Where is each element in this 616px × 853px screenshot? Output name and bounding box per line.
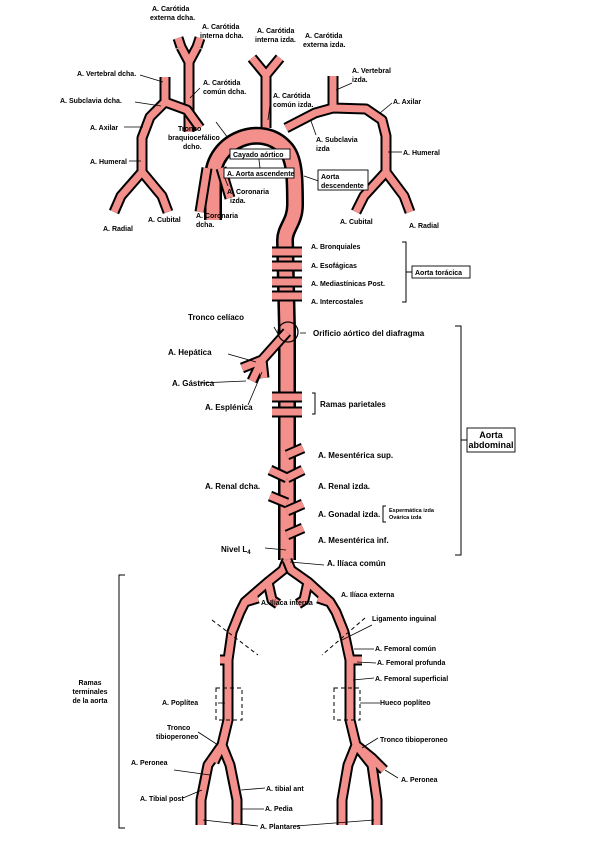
abdominal-bracket: [455, 325, 467, 556]
label-renal-dcha: A. Renal dcha.: [205, 482, 260, 491]
label-hueco-popliteo: Hueco poplíteo: [380, 700, 431, 707]
label-ramas-parietales: Ramas parietales: [320, 400, 386, 409]
parietal-bracket: [312, 392, 316, 415]
popliteal-box-left: [333, 687, 361, 721]
terminal-branches-bracket: [118, 574, 125, 829]
label-aorta-ascendente: A. Aorta ascendente: [227, 171, 295, 178]
label-bronquiales: A. Bronquiales: [311, 244, 361, 251]
label-cubital-izda: A. Cubital: [340, 219, 373, 226]
label-iliaca-interna: A. Ilíaca interna: [261, 600, 313, 607]
aorta-ascendente-box: A. Aorta ascendente: [223, 167, 295, 179]
aorta-toracica-box: Aorta torácica: [411, 265, 471, 279]
label-humeral-dcha: A. Humeral: [90, 159, 127, 166]
label-mesenterica-sup: A. Mesentérica sup.: [318, 451, 393, 460]
vessels: [108, 36, 416, 825]
label-mediastinicas: A. Mediastínicas Post.: [311, 281, 385, 288]
label-intercostales: A. Intercostales: [311, 299, 363, 306]
label-iliaca-comun: A. Ilíaca común: [327, 559, 386, 568]
label-cubital-dcha: A. Cubital: [148, 217, 181, 224]
label-nivel-l4: Nivel L4: [221, 545, 251, 556]
label-femoral-superficial: A. Femoral superficial: [375, 676, 448, 683]
label-poplitea: A. Poplítea: [162, 700, 198, 707]
label-orificio-aortico: Orificio aórtico del diafragma: [313, 329, 425, 338]
label-vertebral-dcha: A. Vertebral dcha.: [77, 71, 136, 78]
label-esplenica: A. Esplénica: [205, 403, 253, 412]
label-plantares: A. Plantares: [260, 824, 301, 831]
label-mesenterica-inf: A. Mesentérica inf.: [318, 536, 389, 545]
cayado-aortico-box: Cayado aórtico: [229, 148, 291, 160]
label-tibial-ant: A. tibial ant: [266, 786, 304, 793]
label-cayado-aortico: Cayado aórtico: [233, 152, 284, 159]
label-radial-izda: A. Radial: [409, 223, 439, 230]
label-peronea-dcha: A. Peronea: [131, 760, 168, 767]
leader-lines: [124, 74, 402, 827]
label-axilar-izda: A. Axilar: [393, 99, 421, 106]
label-tronco-celiaco: Tronco celíaco: [188, 313, 244, 322]
label-radial-dcha: A. Radial: [103, 226, 133, 233]
label-subclavia-dcha: A. Subclavia dcha.: [60, 98, 122, 105]
label-renal-izda: A. Renal izda.: [318, 482, 370, 491]
label-tronco-tibioperoneo-izda: Tronco tibioperoneo: [380, 737, 448, 744]
label-tibial-post: A. Tibial post: [140, 796, 184, 803]
guides: [118, 241, 467, 829]
inguinal-ligament-line-left: [321, 617, 366, 656]
label-aorta-toracica: Aorta torácica: [415, 270, 462, 277]
gonadal-bracket: [382, 505, 386, 523]
label-pedia: A. Pedia: [265, 806, 293, 813]
label-hepatica: A. Hepática: [168, 348, 212, 357]
label-humeral-izda: A. Humeral: [403, 150, 440, 157]
thoracic-bracket: [402, 241, 412, 303]
label-esofagicas: A. Esofágicas: [311, 263, 357, 270]
diaphragm-orifice-circle: [277, 321, 299, 343]
label-gonadal-izda: A. Gonadal izda.: [318, 510, 380, 519]
label-ligamento-inguinal: Ligamento inguinal: [372, 616, 436, 623]
inguinal-ligament-line-right: [211, 619, 259, 656]
label-axilar-dcha: A. Axilar: [90, 125, 118, 132]
label-femoral-profunda: A. Femoral profunda: [377, 660, 446, 667]
label-gastrica: A. Gástrica: [172, 379, 215, 388]
label-peronea-izda: A. Peronea: [401, 777, 438, 784]
label-iliaca-externa: A. Ilíaca externa: [341, 592, 394, 599]
label-femoral-comun: A. Femoral común: [375, 646, 436, 653]
popliteal-box-right: [215, 687, 243, 721]
